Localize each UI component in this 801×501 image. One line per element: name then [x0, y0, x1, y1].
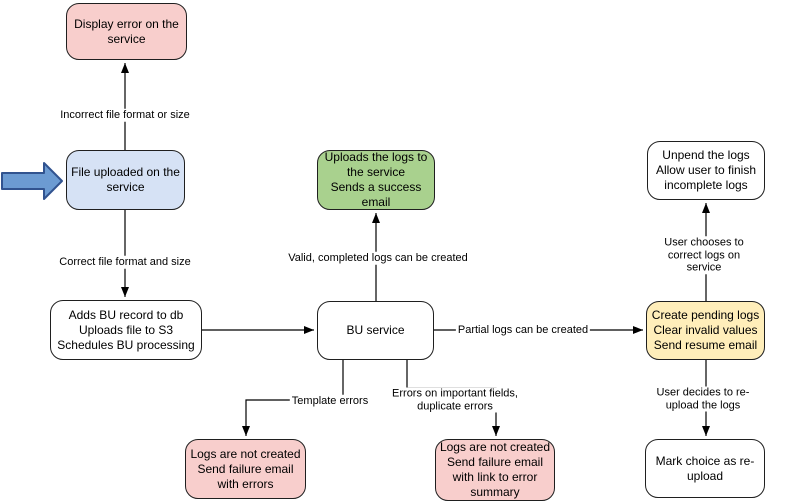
node-logs-not-created-summary: Logs are not created Send failure email … [435, 439, 555, 501]
edge-label-partial-logs: Partial logs can be created [455, 323, 591, 337]
edge-label-valid-logs: Valid, completed logs can be created [286, 251, 470, 265]
edge-label-template-errors: Template errors [289, 394, 371, 408]
node-adds-bu-record: Adds BU record to db Uploads file to S3 … [50, 300, 202, 360]
node-bu-service: BU service [317, 301, 434, 360]
edge-label-user-decides: User decides to re-upload the logs [654, 386, 752, 412]
node-create-pending-logs: Create pending logs Clear invalid values… [646, 301, 765, 360]
edge-label-incorrect-format: Incorrect file format or size [58, 108, 192, 122]
edge-label-correct-format: Correct file format and size [57, 255, 193, 269]
node-file-uploaded: File uploaded on the service [66, 150, 185, 210]
node-display-error: Display error on the service [66, 3, 187, 60]
node-upload-success: Uploads the logs to the service Sends a … [317, 150, 435, 210]
node-mark-reupload: Mark choice as re- upload [645, 439, 765, 498]
input-arrow-icon [1, 162, 63, 200]
node-unpend-logs: Unpend the logs Allow user to finish inc… [647, 141, 765, 200]
edge-label-field-errors: Errors on important fields, duplicate er… [390, 387, 520, 413]
node-logs-not-created-errors: Logs are not created Send failure email … [185, 439, 306, 499]
edge-label-user-chooses: User chooses to correct logs on service [655, 236, 753, 274]
